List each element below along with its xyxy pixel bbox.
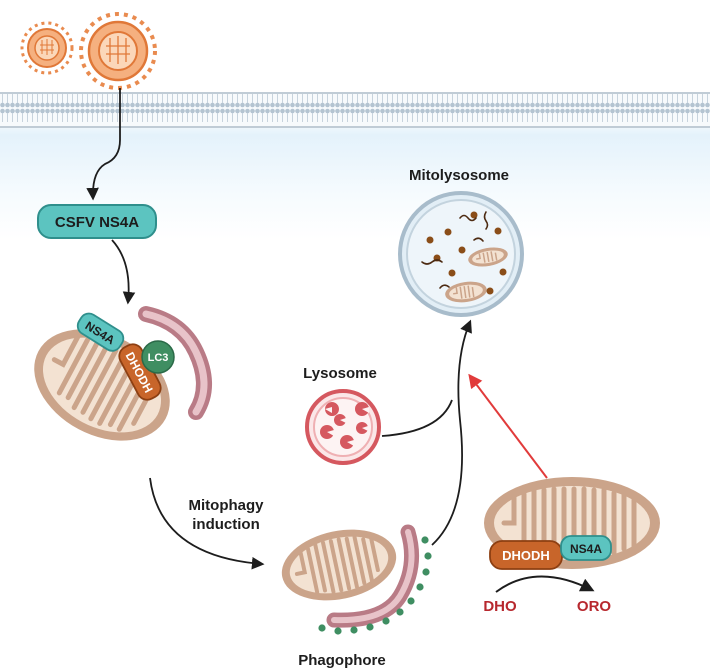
mito-fragment-1: [468, 247, 508, 267]
ns4a-to-mito-arrow: [111, 239, 136, 305]
degradation-dots: [426, 211, 507, 295]
degradation-squiggles: [421, 211, 489, 289]
entry-arrow: [86, 88, 121, 201]
phagophore-label: Phagophore: [298, 652, 386, 669]
lc3-node: LC3: [141, 340, 175, 374]
oro-label: ORO: [577, 598, 612, 615]
ns4a-tag-bottom-label: NS4A: [570, 542, 602, 556]
dhodh-tag-bottom: DHODH: [489, 540, 563, 570]
phagophore-complex: [281, 524, 432, 635]
lc3-label: LC3: [148, 352, 169, 364]
dho-label: DHO: [483, 598, 517, 615]
virus-small-icon: [20, 21, 74, 75]
lc3-dots: [318, 536, 432, 635]
red-pathway-arrow: [468, 373, 548, 479]
dhodh-tag-bottom-label: DHODH: [502, 548, 550, 563]
phagophore-to-mitolysosome-arrow: [431, 319, 472, 546]
mitolysosome-label: Mitolysosome: [409, 167, 509, 184]
virus-large-icon: [79, 12, 157, 90]
dho-to-oro-arrow: [495, 575, 595, 593]
cell-membrane: [0, 92, 710, 128]
ns4a-tag-bottom: NS4A: [560, 535, 612, 561]
mitophagy-label-line1: Mitophagy: [189, 497, 265, 514]
lysosome: [305, 389, 381, 465]
mitochondrion-ns4a-complex: NS4A DHODH LC3: [34, 306, 212, 441]
mito-fragment-2: [445, 281, 487, 303]
mitolysosome: [398, 191, 524, 317]
mitochondrion-phagophore: [281, 529, 397, 601]
mitophagy-induction-arrow: [149, 477, 265, 570]
csfv-ns4a-label: CSFV NS4A: [55, 214, 139, 231]
csfv-ns4a-node: CSFV NS4A: [37, 204, 157, 239]
mitophagy-label-line2: induction: [192, 516, 260, 533]
lysosome-to-fusion-line: [381, 399, 453, 437]
lysosome-label: Lysosome: [303, 365, 377, 382]
